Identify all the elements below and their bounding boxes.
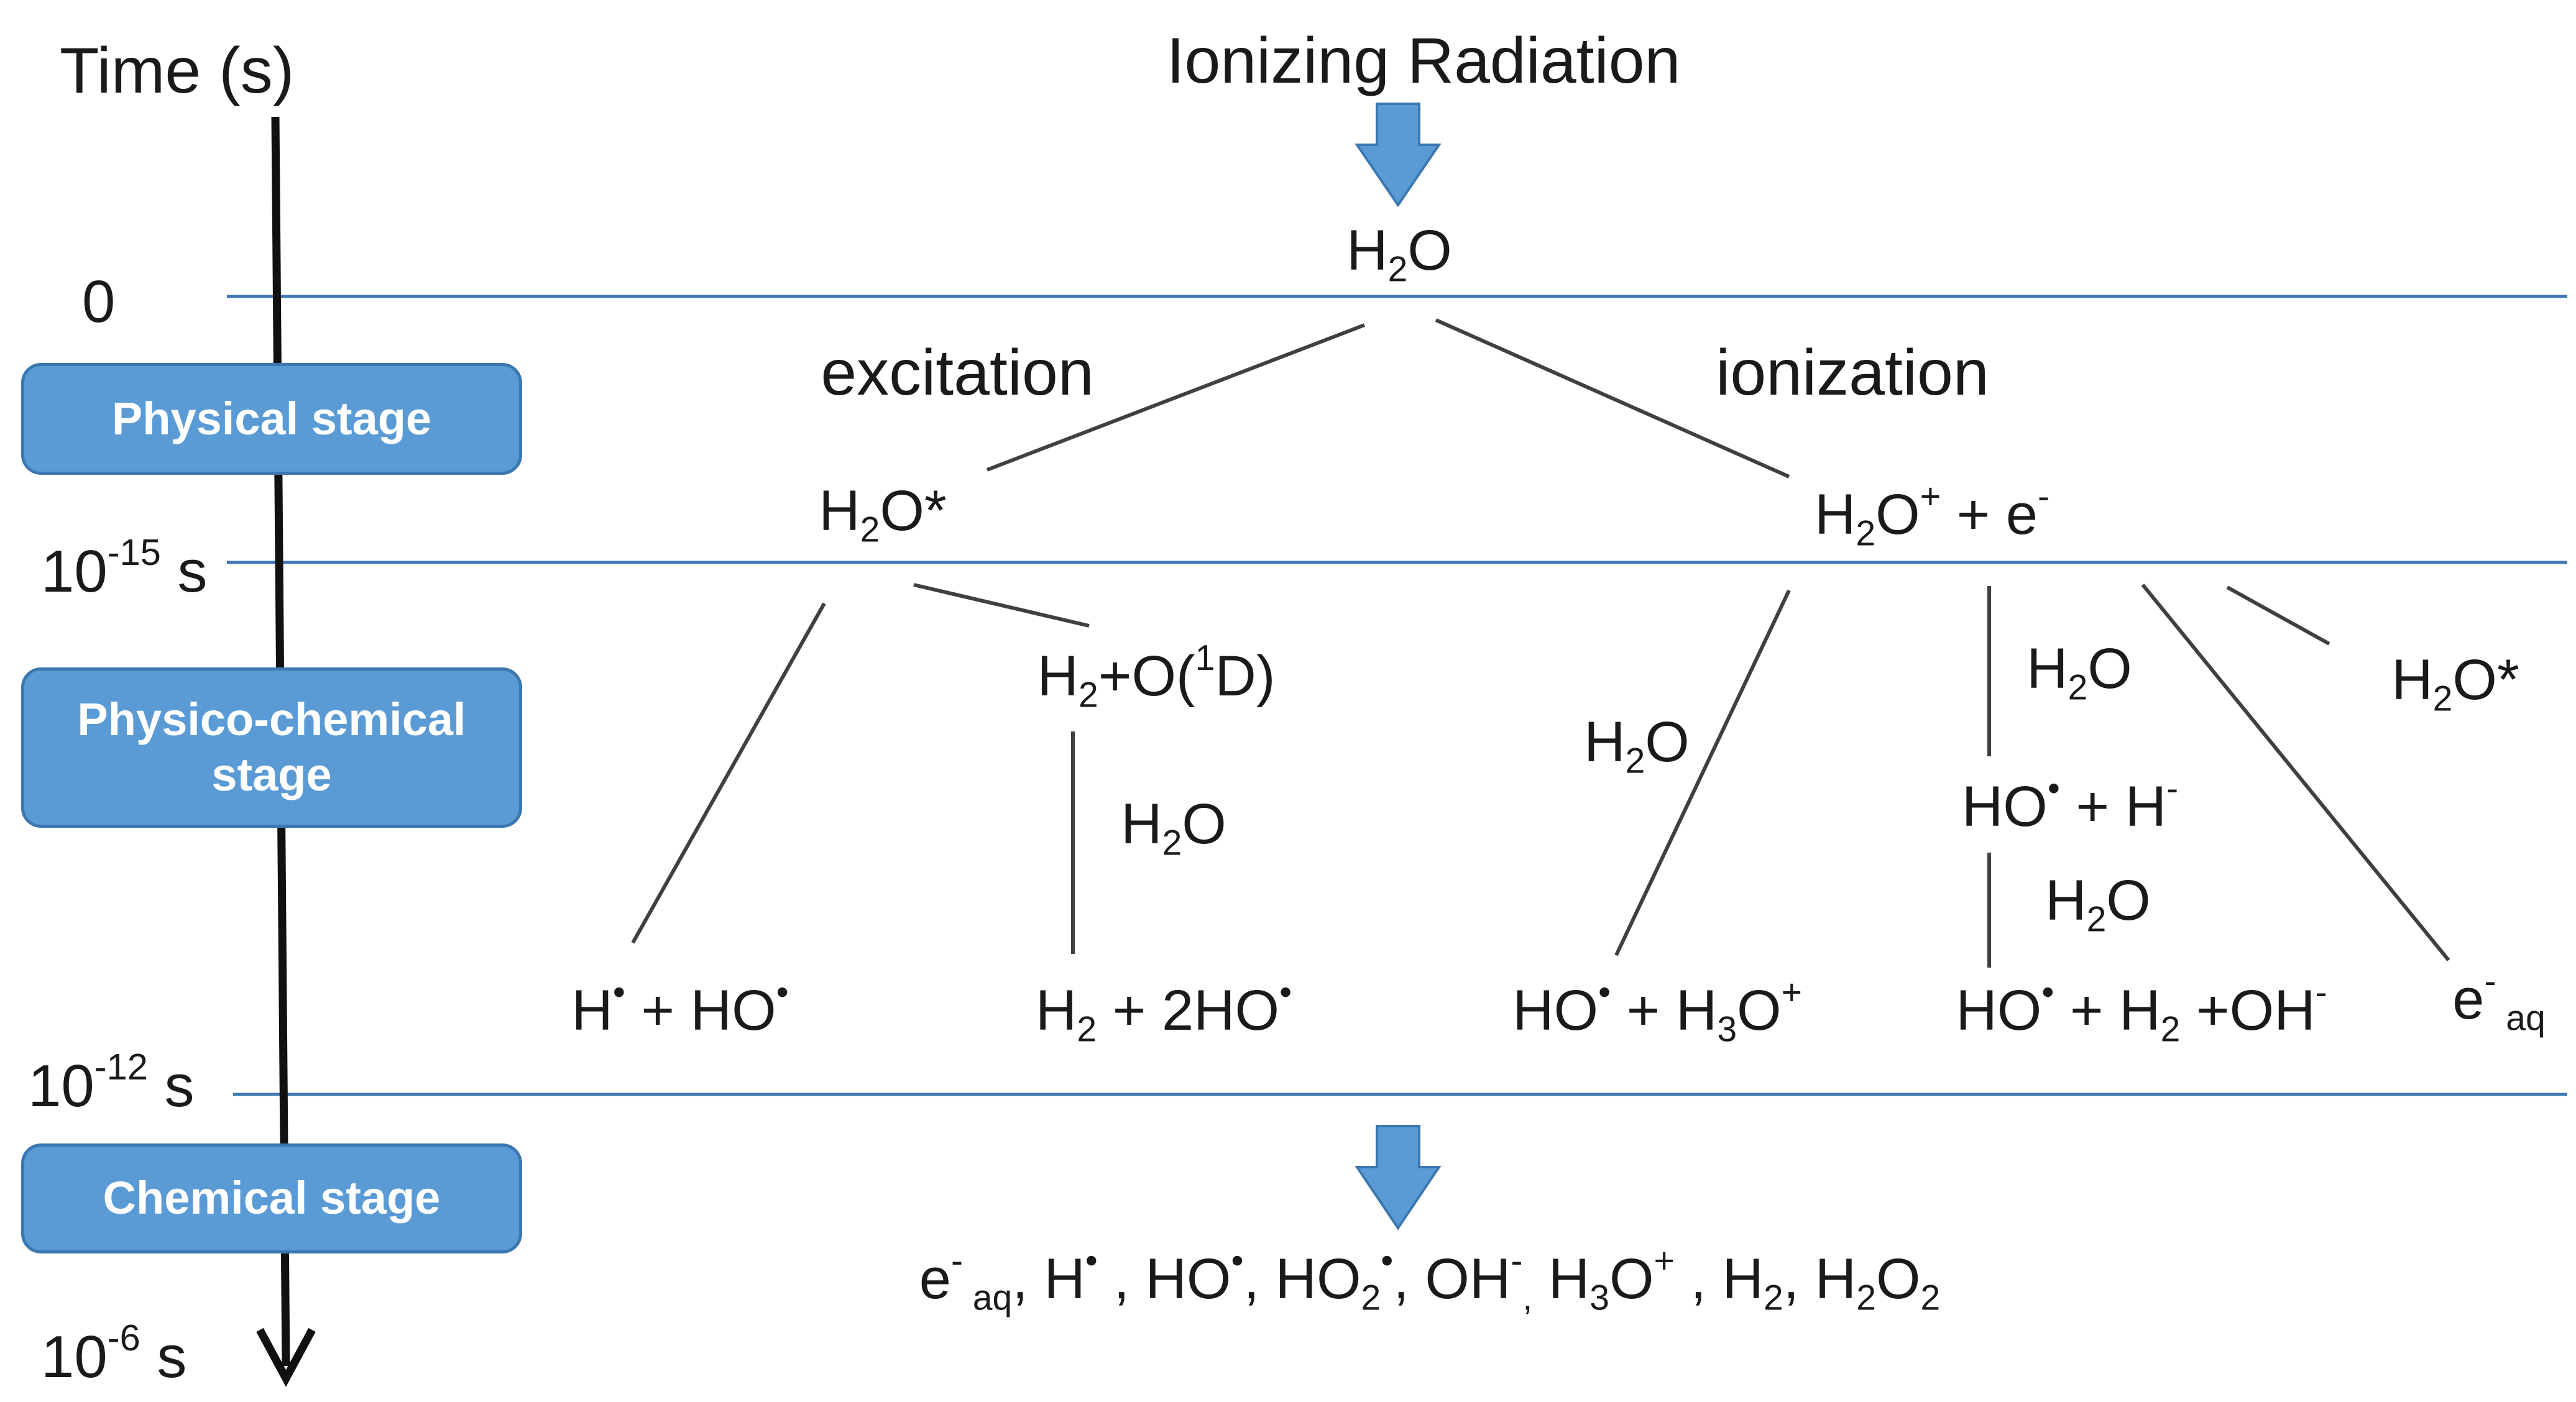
species-h2-2ho: H2 + 2HO• [1035, 972, 1292, 1050]
process-label-excitation: excitation [821, 337, 1094, 409]
stage-box-physical: Physical stage [21, 363, 522, 475]
stage-box-physico-chemical: Physico-chemical stage [21, 667, 522, 828]
species-excited-water: H2O* [819, 479, 947, 550]
reagent-water-hydride-step-2: H2O [2045, 869, 2151, 940]
process-label-ionization: ionization [1716, 337, 1989, 409]
time-axis-arrowhead [256, 1327, 316, 1387]
time-axis-title: Time (s) [60, 35, 295, 107]
species-excited-water-secondary: H2O* [2391, 648, 2519, 719]
big-blue-arrow-bottom [1355, 1125, 1442, 1230]
big-blue-arrow-top [1355, 103, 1442, 208]
stage-box-chemical: Chemical stage [21, 1143, 522, 1253]
arrow-to-ionization [1435, 318, 1790, 479]
species-h2-o1d: H2+O(1D) [1037, 638, 1276, 715]
species-ho-h2-oh: HO• + H2 +OH- [1956, 972, 2327, 1050]
tick-label-picosecond: 10-12 s [28, 1046, 195, 1119]
arrow-excited-to-h2-o1d [913, 583, 1090, 628]
source-label: Ionizing Radiation [1166, 25, 1681, 97]
final-products-list: e- aq, H• , HO•, HO2•, OH-, H3O+ , H2, H… [919, 1240, 1941, 1318]
arrow-ion-to-excited [2226, 585, 2330, 646]
reagent-water-ion-step: H2O [1584, 710, 1690, 781]
species-water-cation-electron: H2O+ + e- [1814, 476, 2050, 554]
tick-label-femtosecond: 10-15 s [41, 531, 208, 605]
arrow-ion-to-h3o [1614, 589, 1791, 956]
species-h-ho-radicals: H• + HO• [571, 972, 789, 1042]
species-ho-h3o: HO• + H3O+ [1512, 972, 1802, 1050]
species-solvated-electron: e- aq [2452, 961, 2546, 1038]
arrow-excited-to-radicals [631, 602, 826, 944]
arrow-ion-to-eaq [2141, 584, 2450, 961]
tick-label-microsecond: 10-6 s [41, 1317, 187, 1390]
species-ho-hminus: HO• + H- [1961, 768, 2179, 838]
reagent-water-o1d-step: H2O [1121, 792, 1226, 863]
reagent-water-hydride-step-1: H2O [2026, 637, 2132, 708]
arrow-to-excitation [986, 323, 1366, 472]
species-water-start: H2O [1346, 219, 1452, 290]
tick-label-0: 0 [82, 268, 116, 335]
